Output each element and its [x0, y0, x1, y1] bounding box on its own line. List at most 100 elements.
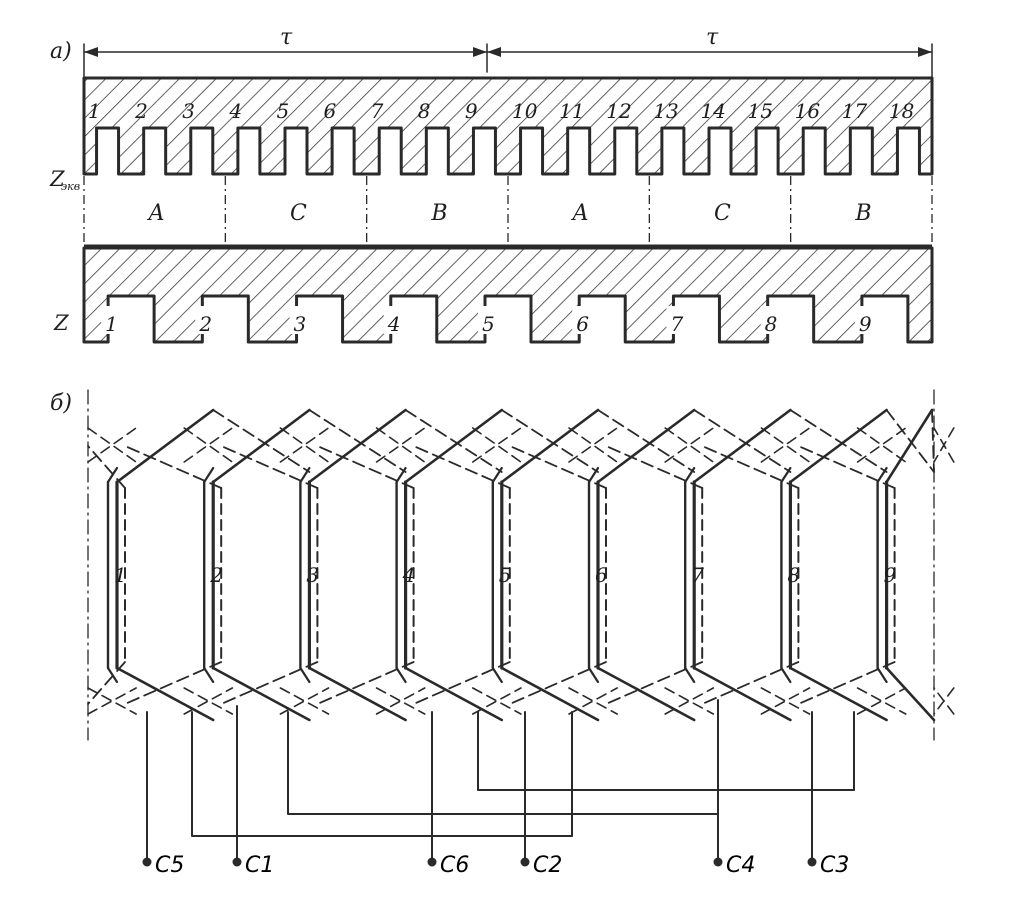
coil-end-top-back	[931, 409, 935, 473]
phase-zone-label: C	[290, 201, 307, 226]
stator-slot-number: 4	[228, 99, 242, 123]
coil-end-top-back	[597, 409, 696, 473]
coil-end-top-front	[308, 408, 407, 484]
coil-number: 8	[787, 563, 800, 587]
coil-end-bottom-front	[692, 666, 792, 722]
phase-zone-label: B	[854, 201, 871, 226]
coil-number: 2	[209, 563, 223, 587]
rotor-slot-window	[760, 306, 781, 334]
coil-end-top-back	[308, 409, 407, 473]
rotor-slot-number: 4	[387, 312, 401, 336]
coil-number: 1	[114, 563, 127, 587]
coil-number: 4	[402, 563, 416, 587]
phase-zone-label: C	[714, 201, 731, 226]
phase-zone-label: A	[147, 201, 165, 226]
terminal-dot	[427, 857, 437, 867]
rotor-slot-number: 2	[198, 312, 212, 336]
coil-end-top-back	[885, 409, 935, 473]
coil-end-bottom-front	[596, 666, 696, 722]
connection-lead	[287, 711, 719, 859]
coil-end-top-back-2	[124, 445, 223, 489]
rotor-slot-window	[383, 306, 404, 334]
coil-end-bottom-front	[885, 666, 936, 722]
connection-lead	[191, 711, 573, 837]
coil-end-top-front	[500, 408, 600, 484]
stator-slot-number: 3	[182, 99, 195, 123]
coil-end-top-front	[692, 408, 792, 484]
coil-set	[87, 408, 955, 722]
terminal-label: C2	[533, 853, 562, 878]
stator-slot-number: 7	[371, 99, 384, 123]
coil-end-top-back-2	[605, 445, 704, 489]
coil-end-bottom-turn	[203, 666, 215, 684]
coil-end-top-turn	[491, 466, 503, 484]
coil-end-top-turn	[587, 466, 600, 484]
pole-pitch-label-right: τ	[706, 25, 719, 50]
coil-end-top-turn	[780, 466, 792, 484]
rotor-slot-window	[101, 306, 122, 334]
rotor-slot-window	[854, 306, 875, 334]
coil-number: 5	[499, 563, 512, 587]
coil-end-top-front	[885, 408, 934, 484]
coil-end-top-back-2	[797, 445, 896, 489]
coil-end-top-back	[789, 409, 888, 473]
coil-end-top-back-2	[508, 445, 607, 489]
coil-number: 3	[306, 563, 319, 587]
terminal-dot	[142, 857, 152, 867]
stator-slot-number: 6	[324, 99, 337, 123]
rotor-slot-window	[195, 306, 216, 334]
rotor-slot-number: 9	[859, 312, 872, 336]
stator-slot-number: 16	[795, 99, 821, 123]
coil-end-top-front	[789, 408, 888, 484]
stator-slot-number: 11	[559, 99, 584, 123]
rotor-slot-window	[572, 306, 593, 334]
stator-slot-number: 17	[842, 99, 868, 123]
terminal-dot	[232, 857, 242, 867]
stator-slot-number: 13	[653, 99, 678, 123]
coil-end-top-back	[404, 409, 503, 473]
stator-slot-number: 1	[88, 99, 101, 123]
pole-pitch-label-left: τ	[280, 25, 293, 50]
coil-end-bottom-back	[316, 661, 415, 705]
coil-end-bottom-turn	[780, 666, 792, 684]
terminal-label: C3	[820, 853, 849, 878]
rotor-slot-number: 5	[482, 312, 495, 336]
rotor-slot-window	[478, 306, 498, 334]
coil-end-bottom-front	[211, 666, 311, 722]
terminal-dot	[807, 857, 817, 867]
stator-teeth-outline	[82, 76, 934, 176]
coil-end-top-turn	[684, 466, 696, 484]
terminal-label: C4	[726, 853, 755, 878]
coil-end-bottom-back	[124, 661, 223, 705]
coil-number: 6	[595, 563, 608, 587]
phase-zone-label: A	[571, 201, 589, 226]
coil-end-top-back-2	[701, 445, 800, 489]
coil-end-bottom-back	[605, 661, 704, 705]
coil-end-top-turn	[203, 466, 215, 484]
coil-end-bottom-front	[115, 666, 215, 722]
pole-pitch-dimension	[83, 43, 933, 81]
stator-label-sub: экв	[61, 180, 80, 193]
terminal-label: C5	[155, 853, 184, 878]
coil-end-top-back-2	[412, 445, 511, 489]
coil-end-top-front	[596, 408, 696, 484]
terminal-label: C1	[245, 853, 274, 878]
part-a-label: a)	[50, 39, 72, 64]
coil-end-bottom-turn	[876, 666, 888, 684]
coil-number: 7	[691, 563, 704, 587]
coil-end-top-turn	[395, 466, 407, 484]
coil-end-top-front	[404, 408, 504, 484]
rotor-slot-number: 7	[670, 312, 683, 336]
coil-end-bottom-front	[404, 666, 504, 722]
stator-slot-number: 10	[512, 99, 538, 123]
coil-end-top-front	[115, 408, 215, 484]
rotor-slot-number: 1	[105, 312, 118, 336]
coil-end-top-turn	[876, 466, 888, 484]
coil-end-bottom-back	[797, 661, 896, 705]
coil-end-top-back	[500, 409, 599, 473]
stator-slot-number: 12	[606, 99, 631, 123]
coil-end-bottom-turn	[299, 666, 311, 684]
